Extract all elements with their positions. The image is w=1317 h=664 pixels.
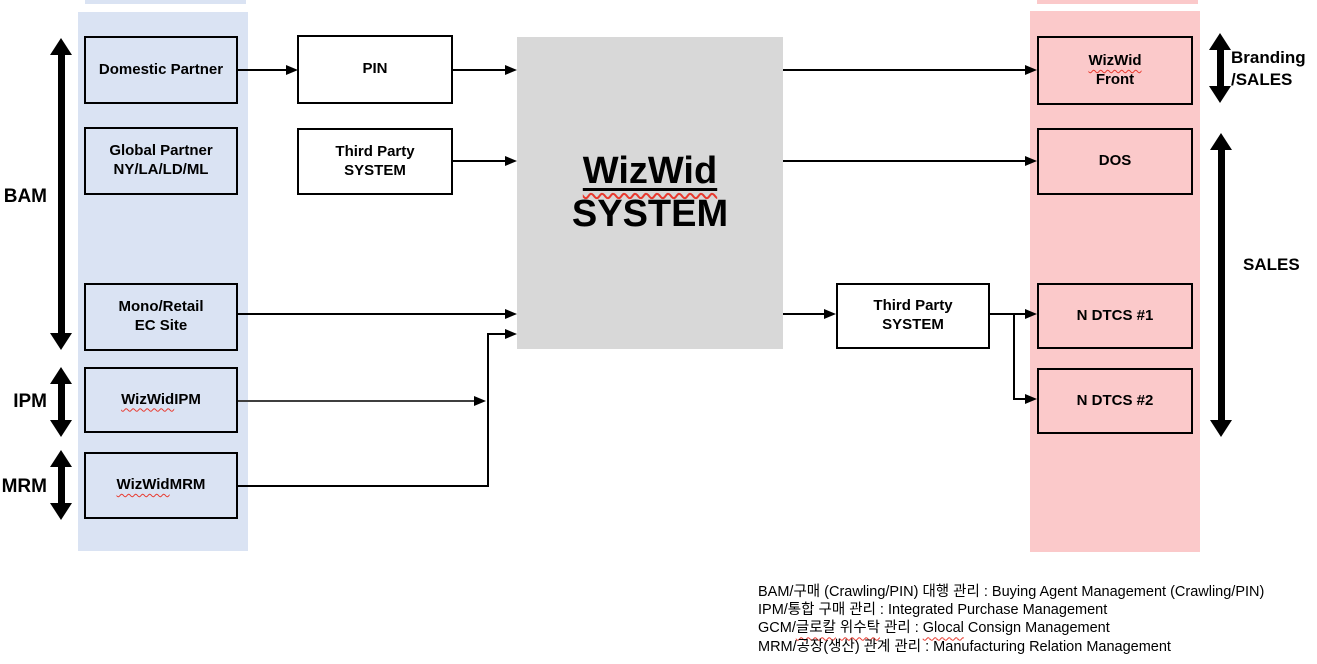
blue-column-top-strip xyxy=(85,0,246,4)
legend-line-bam: BAM/구매 (Crawling/PIN) 대행 관리 : Buying Age… xyxy=(758,584,1265,600)
box-dos: DOS xyxy=(1037,128,1193,195)
box-domestic-partner: Domestic Partner xyxy=(84,36,238,104)
box-pin: PIN xyxy=(297,35,453,104)
box-n-dtcs-2: N DTCS #2 xyxy=(1037,368,1193,434)
wizwid-system-line1: WizWid xyxy=(582,150,718,193)
wizwid-front-line2: Front xyxy=(1095,70,1135,88)
mrm-label: MRM xyxy=(1,476,47,497)
box-third-party-system-right: Third Party SYSTEM xyxy=(836,283,990,349)
bam-label: BAM xyxy=(3,186,47,207)
legend: BAM/구매 (Crawling/PIN) 대행 관리 : Buying Age… xyxy=(758,583,1264,656)
sales-label: SALES xyxy=(1243,255,1300,274)
box-wizwid-system: WizWid SYSTEM xyxy=(517,37,783,349)
box-mono-retail-ec-site: Mono/Retail EC Site xyxy=(84,283,238,351)
legend-line-ipm: IPM/통합 구매 관리 : Integrated Purchase Manag… xyxy=(758,602,1108,619)
box-global-partner: Global Partner NY/LA/LD/ML xyxy=(84,127,238,195)
wizwid-system-line2: SYSTEM xyxy=(571,193,729,235)
box-wizwid-front: WizWid Front xyxy=(1037,36,1193,105)
box-wizwid-mrm: WizWid MRM xyxy=(84,452,238,519)
branding-sales-label: Branding /SALES xyxy=(1231,48,1306,89)
wizwid-front-line1: WizWid xyxy=(1088,51,1142,69)
box-wizwid-ipm: WizWid IPM xyxy=(84,367,238,433)
box-third-party-system-left: Third Party SYSTEM xyxy=(297,128,453,195)
box-n-dtcs-1: N DTCS #1 xyxy=(1037,283,1193,349)
legend-line-gcm: GCM/글로칼 위수탁 관리 : Glocal Consign Manageme… xyxy=(758,620,1110,637)
legend-line-mrm: MRM/공장(생산) 관계 관리 : Manufacturing Relatio… xyxy=(758,638,1171,655)
ipm-label: IPM xyxy=(13,391,47,412)
pink-column-top-strip xyxy=(1037,0,1198,4)
